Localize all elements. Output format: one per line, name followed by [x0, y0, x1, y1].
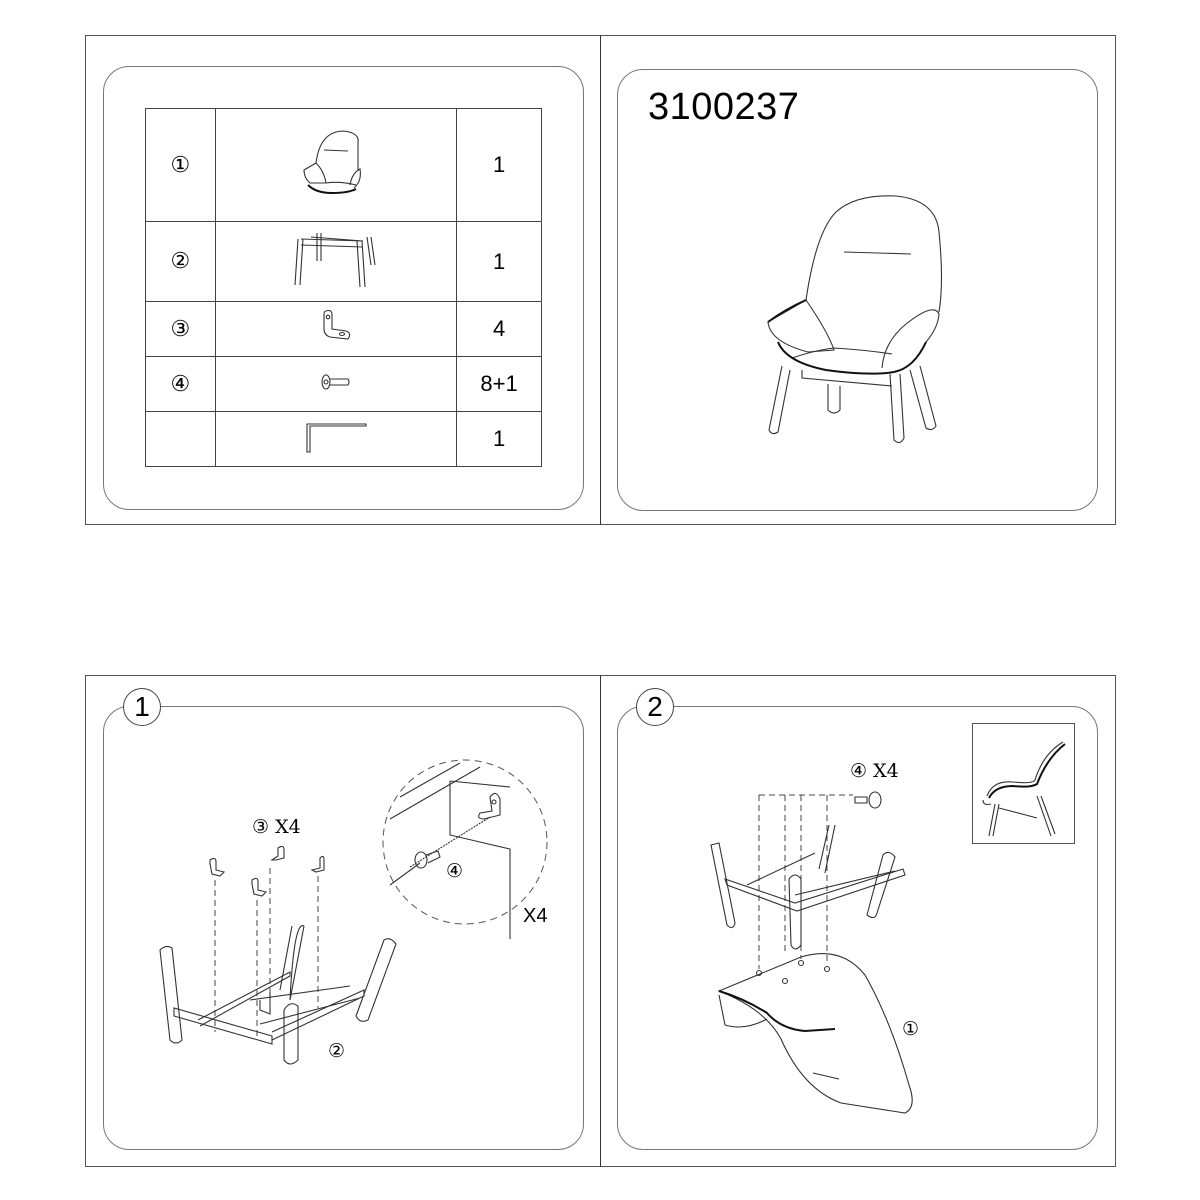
parts-row: ④ 8+1 — [145, 356, 542, 412]
part-qty: 1 — [492, 248, 506, 274]
chair-seat-icon — [303, 129, 361, 194]
part-qty: 8+1 — [480, 371, 518, 396]
step2-assembly-illustration — [710, 791, 913, 1114]
parts-row: ② 1 — [145, 221, 542, 302]
part-qty: 1 — [492, 152, 506, 177]
l-bracket-icon — [323, 309, 351, 340]
bolt-label: ④ X4 — [850, 760, 899, 782]
detail-bolt-label: ④ — [446, 860, 464, 882]
step1-panel — [103, 706, 584, 1150]
leg-frame-icon — [294, 233, 376, 288]
parts-row: ③ 4 — [145, 301, 542, 357]
bolt-icon — [321, 373, 350, 390]
step2-number: 2 — [636, 688, 674, 726]
side-view-chair-icon — [982, 741, 1066, 837]
part-id: ① — [170, 152, 191, 178]
detail-callout — [382, 759, 548, 939]
parts-table: ① 1 ② 1 ③ — [145, 108, 542, 467]
seat-label: ① — [902, 1018, 920, 1040]
step1-number: 1 — [123, 688, 161, 726]
model-number: 3100237 — [648, 86, 800, 128]
part-id: ② — [170, 249, 191, 274]
top-divider — [600, 35, 601, 525]
parts-row: 1 — [145, 411, 542, 467]
part-qty: 1 — [492, 426, 506, 451]
part-id: ④ — [170, 371, 191, 397]
product-panel — [617, 69, 1098, 511]
bracket-label: ③ X4 — [252, 816, 301, 838]
assembled-chair-illustration — [767, 195, 943, 444]
part-id: ③ — [170, 316, 191, 342]
detail-multiplier: X4 — [523, 905, 548, 927]
parts-row: ① 1 — [145, 108, 542, 222]
side-view-inset — [972, 723, 1075, 844]
bottom-divider — [600, 675, 601, 1167]
allen-key-icon — [306, 422, 367, 453]
part-qty: 4 — [492, 316, 506, 341]
step1-frame-illustration — [159, 845, 397, 1065]
frame-label: ② — [328, 1040, 346, 1062]
